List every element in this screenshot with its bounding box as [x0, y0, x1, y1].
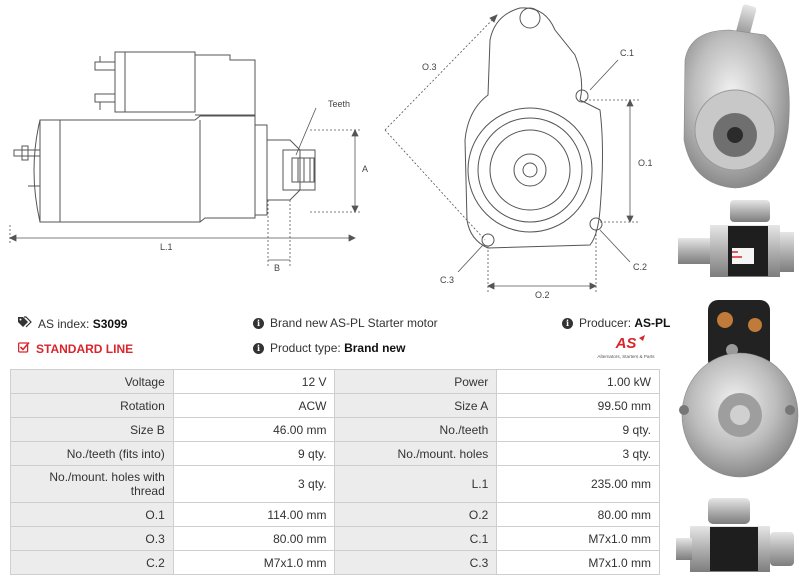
spec-key: C.1 — [334, 526, 498, 551]
standard-line: STANDARD LINE — [17, 341, 134, 356]
label-o2: O.2 — [535, 290, 550, 300]
product-type-label: Product type: — [270, 341, 341, 355]
solenoid-outline — [114, 51, 196, 113]
spec-key: L.1 — [334, 465, 498, 503]
info-icon: i — [253, 317, 264, 329]
label-b: B — [274, 263, 280, 273]
spec-value: M7x1.0 mm — [172, 550, 336, 575]
label-teeth: Teeth — [328, 99, 350, 109]
spec-value: M7x1.0 mm — [496, 550, 660, 575]
spec-key: No./mount. holes with thread — [10, 465, 174, 503]
logo-tagline: Alternators, Starters & Parts — [597, 354, 655, 359]
spec-value: 1.00 kW — [496, 369, 660, 394]
spec-key: No./mount. holes — [334, 441, 498, 466]
photo-rear-view[interactable] — [679, 300, 799, 478]
product-description: i Brand new AS-PL Starter motor — [253, 316, 438, 330]
product-type-value: Brand new — [344, 341, 406, 355]
producer-value: AS-PL — [634, 316, 671, 330]
spec-value: 3 qty. — [496, 441, 660, 466]
info-icon: i — [253, 342, 264, 354]
producer: i Producer: AS-PL — [562, 316, 670, 330]
spec-value: 114.00 mm — [172, 502, 336, 527]
spec-value: 9 qty. — [172, 441, 336, 466]
label-o1: O.1 — [638, 158, 653, 168]
checkbox-icon — [17, 341, 30, 356]
standard-line-label: STANDARD LINE — [36, 341, 134, 356]
label-c2: C.2 — [633, 262, 647, 272]
description-text: Brand new AS-PL Starter motor — [270, 316, 438, 330]
spec-key: O.2 — [334, 502, 498, 527]
spec-value: 3 qty. — [172, 465, 336, 503]
label-l1: L.1 — [160, 242, 173, 252]
as-index-value: S3099 — [92, 316, 128, 331]
spec-value: ACW — [172, 393, 336, 418]
photo-angled-view[interactable] — [676, 498, 794, 572]
spec-key: O.3 — [10, 526, 174, 551]
spec-value: 80.00 mm — [496, 502, 660, 527]
label-c1: C.1 — [620, 48, 634, 58]
spec-key: No./teeth (fits into) — [10, 441, 174, 466]
table-row: No./teeth (fits into)9 qty.No./mount. ho… — [10, 441, 660, 466]
as-index: AS index: S3099 — [18, 316, 127, 331]
spec-key: Rotation — [10, 393, 174, 418]
spec-value: 235.00 mm — [496, 465, 660, 503]
spec-value: 80.00 mm — [172, 526, 336, 551]
spec-key: O.1 — [10, 502, 174, 527]
spec-key: C.2 — [10, 550, 174, 575]
motor-body-outline — [39, 115, 256, 223]
spec-key: Voltage — [10, 369, 174, 394]
spec-key: No./teeth — [334, 417, 498, 442]
as-index-label: AS index: — [38, 316, 90, 331]
label-c3: C.3 — [440, 275, 454, 285]
label-a: A — [362, 164, 368, 174]
logo-mark: AS — [615, 335, 637, 352]
product-type: i Product type: Brand new — [253, 341, 405, 355]
product-photos — [676, 4, 799, 572]
photo-side-view[interactable] — [678, 200, 794, 277]
spec-value: 46.00 mm — [172, 417, 336, 442]
spec-key: Size A — [334, 393, 498, 418]
label-o3: O.3 — [422, 62, 437, 72]
as-pl-logo: AS Alternators, Starters & Parts — [597, 335, 655, 359]
spec-value: 99.50 mm — [496, 393, 660, 418]
info-icon: i — [562, 317, 573, 329]
spec-value: 9 qty. — [496, 417, 660, 442]
photo-front-flange[interactable] — [683, 4, 790, 189]
spec-key: C.3 — [334, 550, 498, 575]
spec-value: 12 V — [172, 369, 336, 394]
spec-value: M7x1.0 mm — [496, 526, 660, 551]
producer-label: Producer: — [579, 316, 632, 330]
spec-key: Power — [334, 369, 498, 394]
technical-drawing: Teeth A L.1 B O.3 C.1 O.1 C.2 C.3 O. — [9, 7, 653, 300]
tags-icon — [18, 316, 32, 331]
spec-key: Size B — [10, 417, 174, 442]
flange-outline — [464, 7, 603, 249]
